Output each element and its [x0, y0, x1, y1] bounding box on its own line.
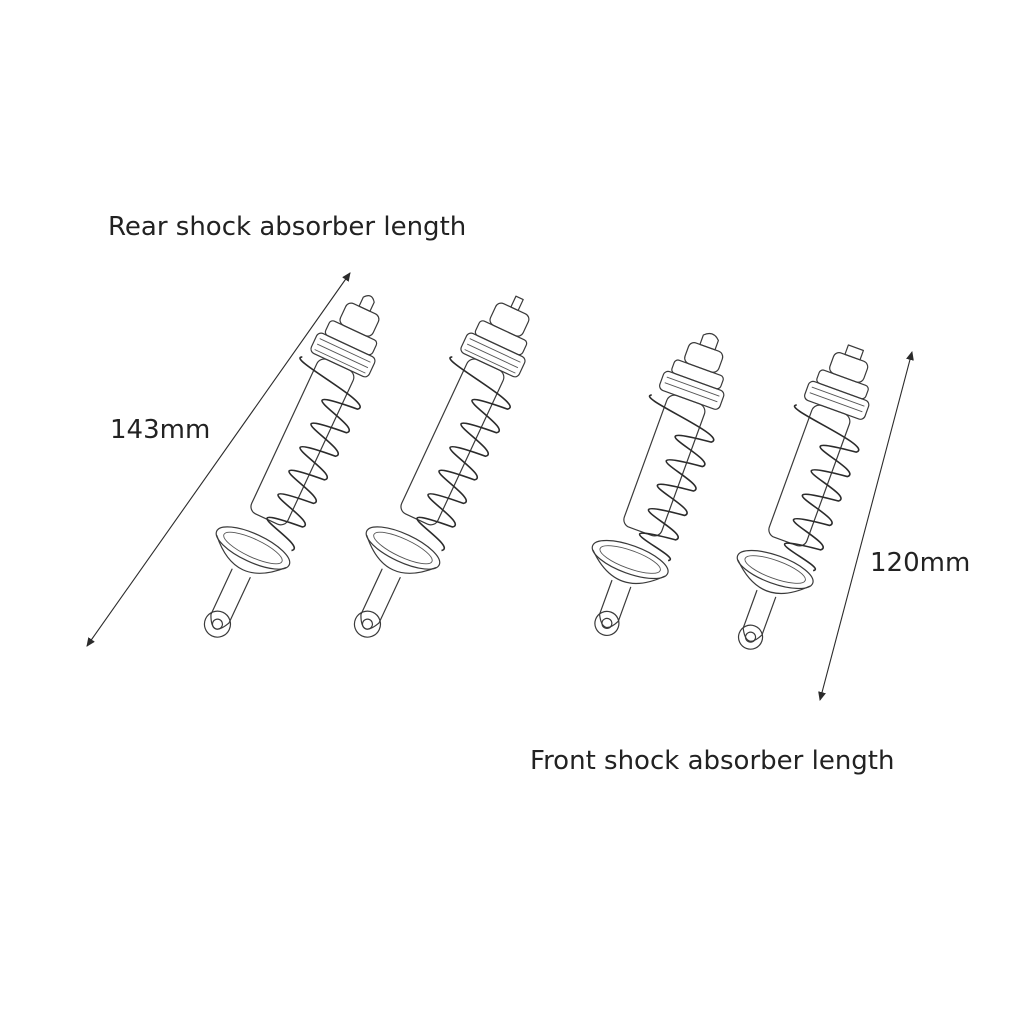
front-dimension-arrow [818, 351, 914, 701]
rear-length-label: 143mm [110, 415, 211, 445]
front-shock-title: Front shock absorber length [530, 746, 895, 776]
rear-shock-title: Rear shock absorber length [108, 212, 467, 242]
rear-dimension-arrow [86, 272, 351, 647]
front-length-label: 120mm [870, 548, 971, 578]
rear-shock-absorber-2 [353, 295, 530, 638]
rear-shock-absorber-1 [203, 295, 380, 638]
front-shock-absorber-2 [736, 344, 870, 650]
front-shock-absorber-1 [591, 332, 725, 637]
